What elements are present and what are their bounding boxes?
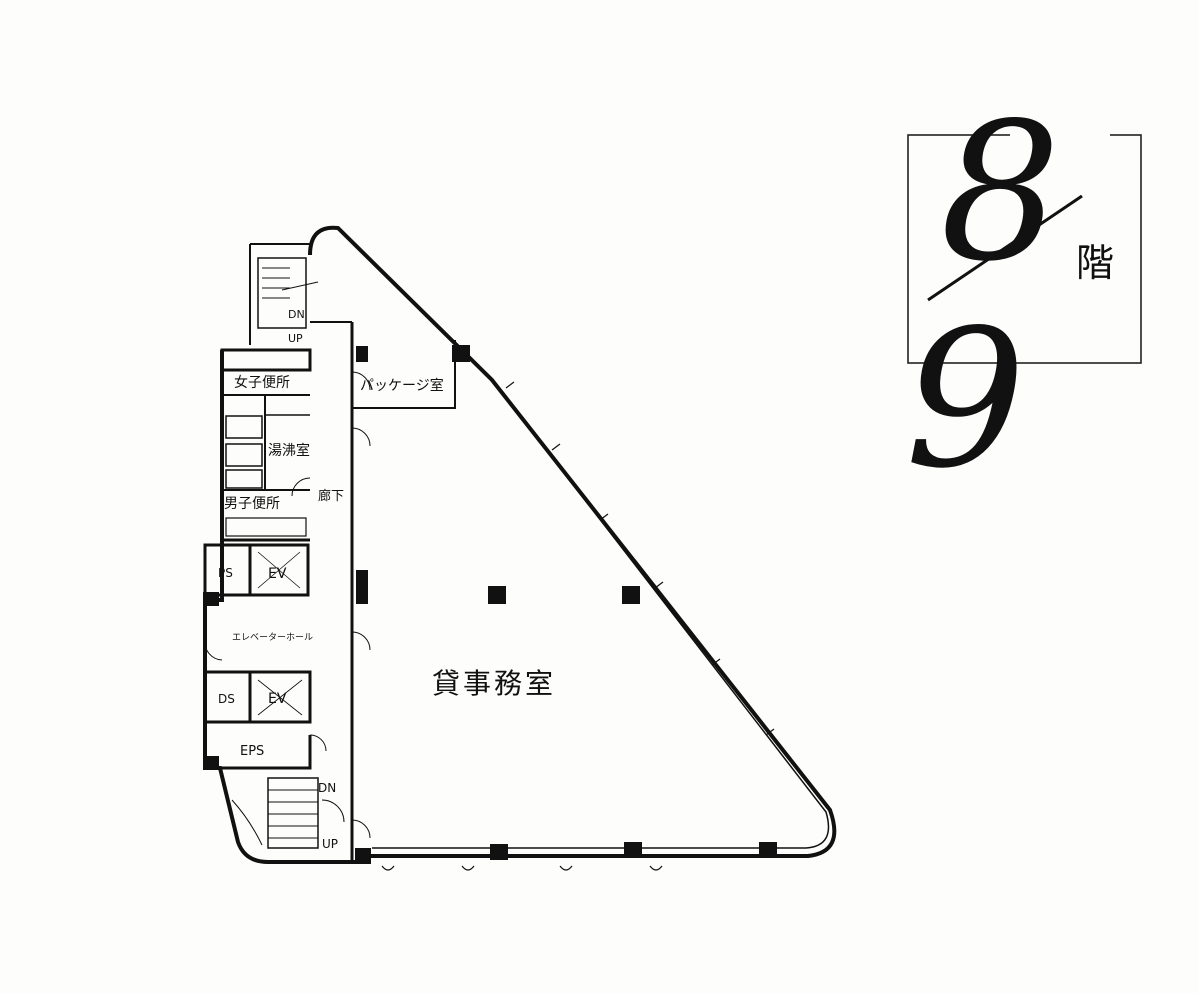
package-room-door-swing	[351, 371, 371, 391]
ps-label: PS	[218, 566, 233, 580]
office-door-swing	[351, 819, 371, 839]
corridor-label: 廊下	[318, 488, 344, 504]
mullion	[649, 865, 663, 871]
restroom-door-swing	[291, 477, 311, 497]
lower-stair-dn-label: DN	[318, 781, 336, 795]
column	[452, 345, 470, 362]
stair-curve	[231, 799, 263, 846]
column	[759, 842, 777, 858]
column	[203, 592, 219, 606]
mullion	[654, 581, 664, 589]
upper-stair-well	[257, 257, 307, 329]
elevator-core: PS EV エレベーターホール DS EV EPS	[203, 543, 327, 770]
upper-floor-number: 8	[940, 82, 1061, 303]
eps-room-wall	[203, 722, 312, 770]
stair-top-wall	[250, 243, 311, 255]
kitchenette-label: 湯沸室	[268, 442, 310, 459]
package-room-wall	[352, 340, 456, 409]
floor-badge: 8 9 階	[905, 82, 1142, 510]
upper-stair-up-label: UP	[288, 332, 303, 345]
toilet-stall	[225, 443, 263, 467]
column	[622, 586, 640, 604]
column	[356, 346, 368, 362]
mullion	[551, 443, 561, 451]
columns	[203, 345, 777, 864]
lower-stair: DN UP	[231, 777, 345, 851]
ds-label: DS	[218, 692, 235, 706]
window-mullions	[381, 381, 775, 871]
column	[488, 586, 506, 604]
toilet-stall	[225, 469, 263, 489]
mullion	[711, 658, 721, 666]
package-room: パッケージ室	[351, 340, 456, 409]
floor-suffix: 階	[1076, 241, 1114, 285]
office-exterior-wall	[308, 225, 837, 858]
lower-stair-up-label: UP	[322, 837, 338, 851]
upper-stair-dn-label: DN	[288, 308, 305, 321]
building-outline	[203, 225, 837, 864]
upper-stair: DN UP	[257, 257, 319, 345]
mullion	[599, 513, 609, 521]
lower-stair-well	[267, 777, 319, 849]
column	[356, 570, 368, 604]
office-door-swing	[351, 427, 371, 447]
hall-door-swing	[204, 639, 223, 661]
office-doors	[351, 427, 371, 839]
elevator-1-shaft	[248, 543, 310, 597]
column	[490, 844, 508, 860]
column	[355, 848, 371, 864]
eps-door-swing	[309, 734, 327, 752]
mullion	[381, 865, 395, 871]
urinal-row	[225, 517, 307, 537]
elevator-2-label: EV	[268, 691, 287, 707]
mullion	[461, 865, 475, 871]
mullion	[559, 865, 573, 871]
wet-core: 女子便所 湯沸室 男子便所	[220, 348, 312, 542]
column	[203, 756, 219, 770]
package-room-label: パッケージ室	[360, 377, 444, 394]
womens-restroom-top-wall	[220, 348, 312, 372]
window-line	[372, 389, 830, 849]
elevator-1-cross	[257, 551, 301, 589]
stair-arrow	[281, 281, 319, 291]
badge-slash	[927, 194, 1083, 302]
toilet-stall	[225, 415, 263, 439]
office-door-swing	[351, 631, 371, 651]
elevator-2-cross	[257, 679, 303, 716]
elevator-1-label: EV	[268, 566, 287, 582]
stair-door-swing	[321, 799, 345, 823]
rental-office-label: 貸事務室	[432, 667, 556, 700]
lower-floor-number: 9	[905, 289, 1026, 510]
elevator-2-shaft	[248, 670, 312, 724]
mullion	[765, 728, 775, 736]
eps-label: EPS	[240, 744, 264, 759]
mullion	[505, 381, 515, 389]
column	[624, 842, 642, 858]
elevator-hall-label: エレベーターホール	[232, 632, 313, 643]
mens-restroom-label: 男子便所	[224, 496, 280, 512]
badge-gap-top	[1010, 125, 1110, 147]
womens-restroom-label: 女子便所	[234, 374, 290, 391]
